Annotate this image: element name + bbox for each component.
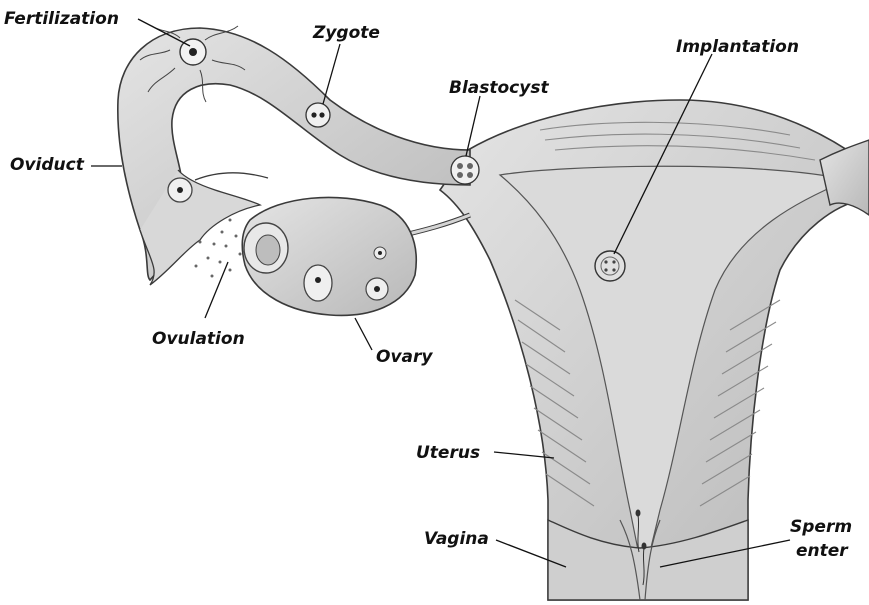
label-oviduct: Oviduct — [10, 155, 84, 175]
label-enter: enter — [796, 541, 848, 561]
blastocyst — [451, 156, 479, 184]
zygote — [306, 103, 330, 127]
label-vagina: Vagina — [424, 529, 489, 549]
oviduct-fold — [195, 173, 268, 180]
label-implantation: Implantation — [676, 37, 799, 57]
implanted-embryo — [595, 251, 625, 281]
label-sperm: Sperm — [790, 517, 852, 537]
label-uterus: Uterus — [416, 443, 480, 463]
ovulating-follicle — [244, 223, 288, 273]
label-ovulation: Ovulation — [152, 329, 245, 349]
label-fertilization: Fertilization — [4, 9, 119, 29]
label-blastocyst: Blastocyst — [449, 78, 549, 98]
label-zygote: Zygote — [313, 23, 380, 43]
label-ovary: Ovary — [376, 347, 432, 367]
egg-in-oviduct — [168, 178, 192, 202]
